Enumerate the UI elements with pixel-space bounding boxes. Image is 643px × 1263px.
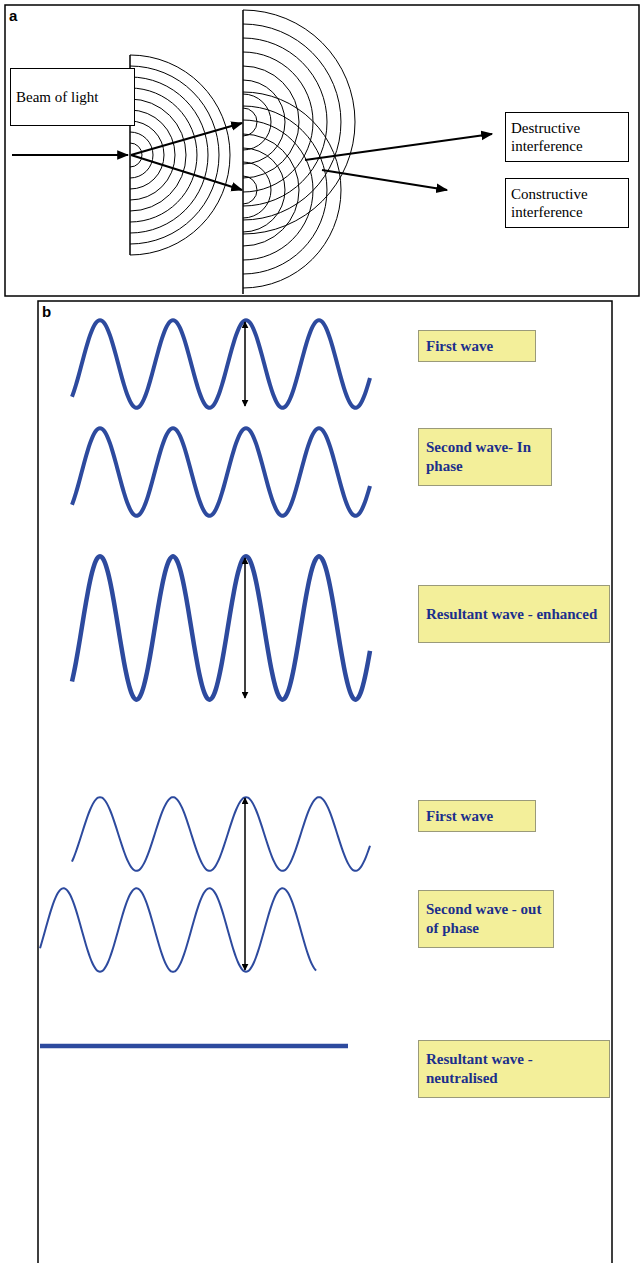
- wavefront-arc: [130, 66, 219, 244]
- amplitude-arrow: [244, 558, 246, 698]
- label-box: Constructive interference: [505, 178, 629, 228]
- pointer-arrow: [131, 155, 242, 190]
- wave-line: [40, 888, 316, 972]
- wavefront-arc: [130, 110, 175, 200]
- wavefront-arc: [130, 121, 164, 189]
- wavefront-arc: [243, 148, 285, 232]
- panel-label: a: [9, 7, 17, 24]
- wavefront-arc: [243, 52, 313, 192]
- wavefront-arc: [243, 106, 327, 274]
- box-text: First wave: [426, 337, 528, 356]
- pointer-arrow: [12, 154, 128, 156]
- wave-label-box: First wave: [418, 800, 536, 832]
- label-box: Destructive interference: [505, 112, 629, 162]
- wave-label-box: Second wave- In phase: [418, 428, 552, 486]
- amplitude-arrow: [244, 798, 246, 970]
- box-text: Resultant wave - neutralised: [426, 1050, 602, 1088]
- wavefront-arc: [243, 176, 257, 204]
- box-text: First wave: [426, 807, 528, 826]
- box-text: Beam of light: [16, 88, 129, 106]
- wavefronts: [12, 10, 492, 294]
- wave-line: [72, 320, 370, 408]
- pointer-arrow: [305, 134, 492, 160]
- panel-frame: [38, 301, 612, 1263]
- wavefront-arc: [130, 88, 197, 222]
- wavefront-arc: [243, 108, 257, 136]
- panel-label: b: [42, 303, 51, 320]
- slit-barrier: [242, 10, 244, 294]
- wavefront-arc: [243, 92, 341, 288]
- wave-label-box: First wave: [418, 330, 536, 362]
- wavefront-arc: [243, 162, 271, 218]
- wave-label-box: Second wave - out of phase: [418, 890, 554, 948]
- pointer-arrow: [131, 123, 242, 155]
- wave-label-box: Resultant wave - neutralised: [418, 1040, 610, 1098]
- sine-waves: [40, 320, 370, 1046]
- wave-line: [72, 428, 370, 516]
- panel-frame: [5, 5, 639, 296]
- box-text: Destructive interference: [511, 119, 623, 155]
- wavefront-arc: [243, 120, 313, 260]
- pointer-arrow: [322, 170, 447, 190]
- wavefront-arc: [243, 134, 299, 246]
- wave-label-box: Resultant wave - enhanced: [418, 585, 610, 643]
- wave-line: [72, 556, 370, 699]
- amplitude-arrow: [244, 322, 246, 406]
- box-text: Second wave - out of phase: [426, 900, 546, 938]
- wavefront-arc: [243, 94, 271, 150]
- wavefront-arc: [130, 77, 208, 233]
- label-box: Beam of light: [10, 68, 135, 126]
- wavefront-arc: [243, 38, 327, 206]
- wave-line: [72, 797, 370, 871]
- wavefront-arc: [130, 99, 186, 211]
- wavefront-arc: [130, 55, 230, 255]
- box-text: Resultant wave - enhanced: [426, 605, 602, 624]
- box-text: Constructive interference: [511, 185, 623, 221]
- box-text: Second wave- In phase: [426, 438, 544, 476]
- wave-line: [40, 1044, 348, 1049]
